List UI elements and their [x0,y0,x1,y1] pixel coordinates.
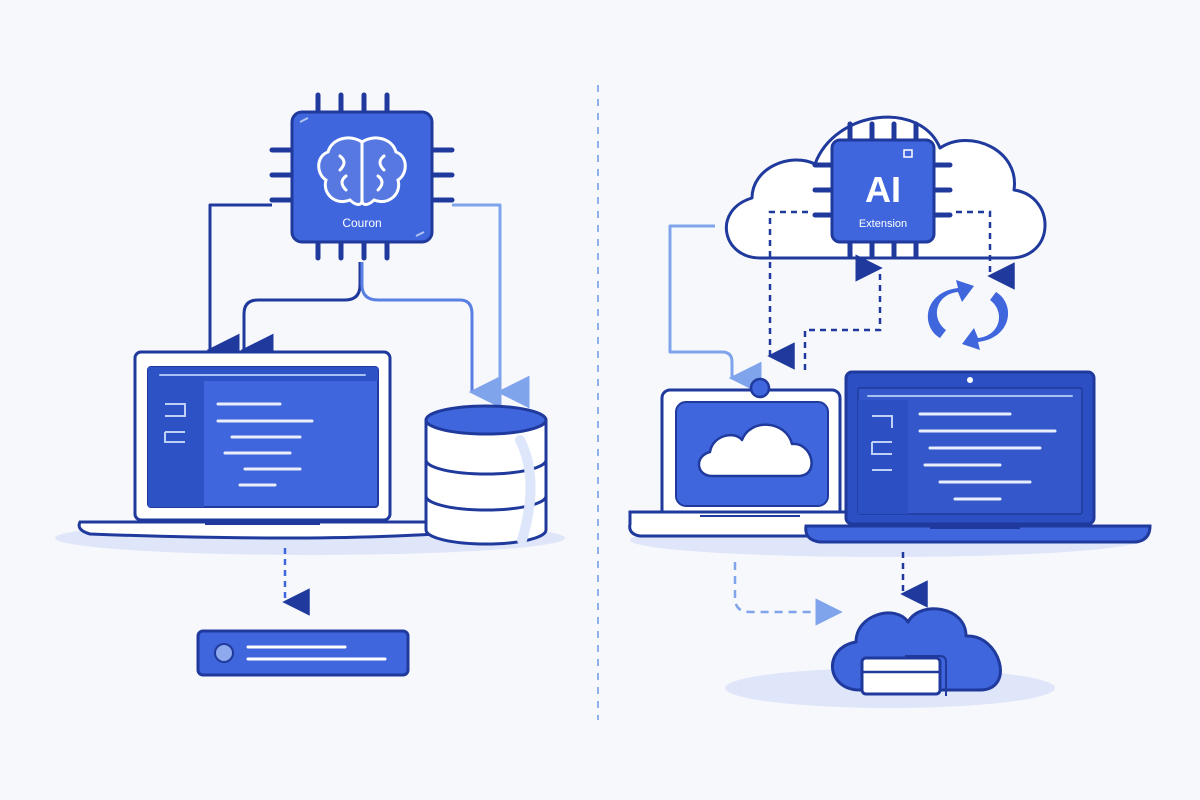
code-lines [216,402,314,487]
database-icon [424,404,548,546]
status-dot-icon [214,643,234,663]
right-panel: AI Extension [628,115,1152,708]
chip-subtitle: Extension [859,218,907,230]
webcam-icon [749,377,771,399]
cloud-storage-icon [830,607,1002,696]
left-panel: Couron [55,92,565,677]
large-laptop [804,370,1152,544]
code-lines-right [918,412,1057,501]
connector-side-to-small-laptop [668,224,762,395]
neural-chip: Couron [269,92,455,261]
laptop-to-storage-arrow [733,562,843,626]
chip-connectors [206,203,530,409]
output-bar [196,629,410,677]
brain-icon [317,136,407,206]
cloud-connectors [767,210,1015,370]
laptop [77,350,443,540]
connector-chip-to-sync [956,210,1015,290]
connector-chip-to-laptop-a [206,203,272,367]
connector-chip-to-db-b [452,203,530,409]
connector-chip-to-db-a [360,262,502,409]
connector-chip-to-laptop-down [767,210,808,370]
small-laptop [628,377,862,538]
sync-icon [927,280,1009,350]
connector-chip-to-laptop-b [240,262,362,367]
connector-laptop-to-chip-up [803,254,883,370]
chip-title: AI [865,169,901,210]
chip-label: Couron [342,216,381,230]
cloud-icon [697,423,813,478]
ai-extension-chip: AI Extension [812,121,953,259]
